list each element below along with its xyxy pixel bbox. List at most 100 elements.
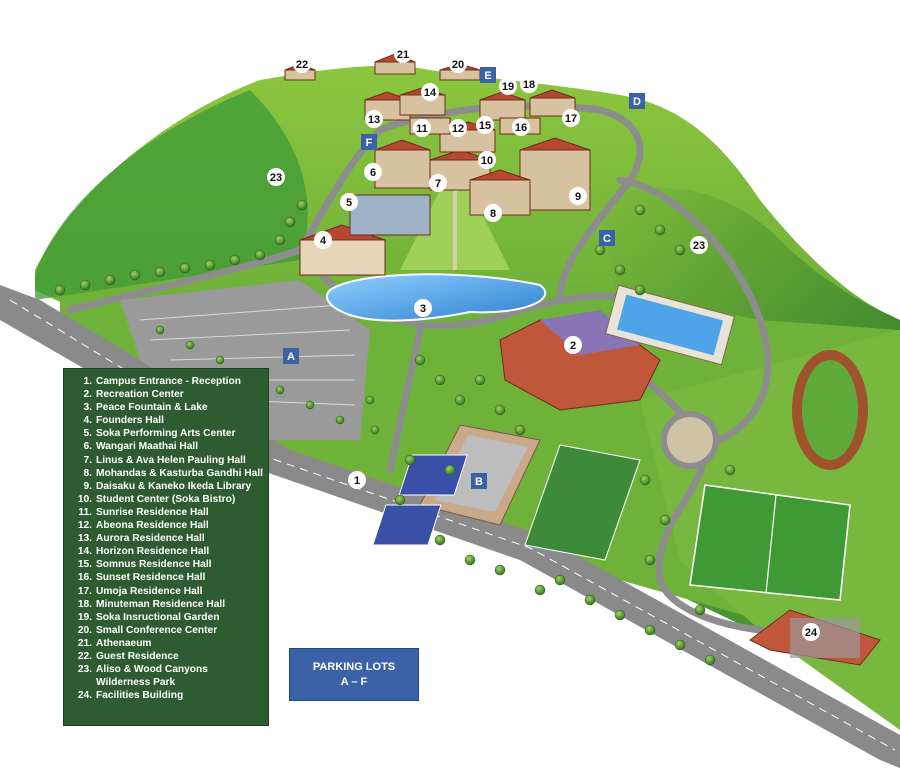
parking-lot-a bbox=[120, 280, 370, 440]
legend-item: 14. Horizon Residence Hall bbox=[70, 545, 262, 558]
building-marker-bg bbox=[564, 336, 582, 354]
building-marker-bg bbox=[267, 168, 285, 186]
building-marker-number[interactable]: 3 bbox=[420, 303, 426, 315]
legend-number: 20. bbox=[77, 624, 92, 636]
parking-marker-letter[interactable]: F bbox=[366, 137, 373, 149]
building-marker-number[interactable]: 15 bbox=[479, 120, 491, 132]
legend-label: Abeona Residence Hall bbox=[96, 520, 209, 532]
legend-number: 15. bbox=[77, 559, 92, 571]
building-marker-number[interactable]: 1 bbox=[354, 475, 360, 487]
legend-label: Wangari Maathai Hall bbox=[96, 441, 199, 453]
legend-label: Founders Hall bbox=[96, 415, 164, 427]
legend-item: 12.Abeona Residence Hall bbox=[70, 519, 262, 532]
legend-number: 7. bbox=[83, 454, 93, 466]
building-marker-bg bbox=[421, 83, 439, 101]
building-marker-bg bbox=[293, 55, 311, 73]
hill-left bbox=[35, 90, 308, 300]
parking-marker-bg bbox=[471, 473, 487, 489]
building-marker-bg bbox=[449, 119, 467, 137]
legend-number: 11. bbox=[78, 506, 92, 518]
legend-number: 16. bbox=[77, 572, 92, 584]
legend-number: 22. bbox=[77, 650, 92, 662]
tennis-courts bbox=[524, 444, 641, 561]
legend-item: 20. Small Conference Center bbox=[70, 624, 262, 637]
legend-number: 1. bbox=[83, 376, 93, 387]
building-marker-number[interactable]: 24 bbox=[805, 627, 818, 639]
parking-marker-bg bbox=[361, 134, 377, 150]
parking-lots-title: PARKING LOTS bbox=[312, 661, 396, 673]
legend-number: 17. bbox=[77, 585, 92, 597]
legend-item: 24. Facilities Building bbox=[70, 689, 262, 702]
legend-label: Sunset Residence Hall bbox=[96, 572, 206, 584]
parking-markers: A B C D E F bbox=[283, 67, 645, 489]
building-marker-number[interactable]: 5 bbox=[346, 197, 352, 209]
legend-label: Small Conference Center bbox=[96, 624, 218, 636]
building-marker-number[interactable]: 6 bbox=[370, 167, 376, 179]
legend-item: 13.Aurora Residence Hall bbox=[70, 532, 262, 545]
building-marker-number[interactable]: 13 bbox=[368, 114, 380, 126]
building-marker-bg bbox=[394, 45, 412, 63]
building-marker-number[interactable]: 20 bbox=[452, 59, 464, 71]
legend-label: Peace Fountain & Lake bbox=[96, 402, 208, 414]
building-marker-number[interactable]: 18 bbox=[523, 79, 535, 91]
legend-number: 19. bbox=[77, 611, 92, 623]
building-marker-bg bbox=[690, 236, 708, 254]
legend-item: 19.Soka Insructional Garden bbox=[70, 611, 262, 624]
building-marker-number[interactable]: 14 bbox=[424, 87, 437, 99]
parking-marker-bg bbox=[629, 93, 645, 109]
building-marker-bg bbox=[449, 55, 467, 73]
legend-number: 24. bbox=[77, 690, 92, 702]
parking-marker-letter[interactable]: A bbox=[287, 351, 295, 363]
legend-item: 7.Linus & Ava Helen Pauling Hall bbox=[70, 454, 262, 467]
building-marker-number[interactable]: 19 bbox=[502, 81, 514, 93]
legend-label: Student Center (Soka Bistro) bbox=[96, 493, 236, 505]
legend-item: 18.Minuteman Residence Hall bbox=[70, 598, 262, 611]
building-marker-number[interactable]: 12 bbox=[452, 123, 464, 135]
building-marker-bg bbox=[364, 163, 382, 181]
legend-number: 8. bbox=[83, 467, 93, 479]
building-marker-bg bbox=[348, 471, 366, 489]
building-marker-number[interactable]: 4 bbox=[320, 235, 327, 247]
peace-lake bbox=[325, 273, 547, 322]
legend-number: 23. bbox=[77, 664, 92, 676]
highway bbox=[0, 285, 900, 768]
parking-marker-letter[interactable]: E bbox=[484, 70, 491, 82]
legend-label: Somnus Residence Hall bbox=[96, 559, 212, 571]
building-marker-bg bbox=[340, 193, 358, 211]
legend-label: Daisaku & Kaneko Ikeda Library bbox=[96, 480, 252, 492]
building-marker-bg bbox=[520, 75, 538, 93]
parking-marker-letter[interactable]: C bbox=[603, 233, 611, 245]
parking-marker-bg bbox=[283, 348, 299, 364]
building-marker-number[interactable]: 10 bbox=[481, 155, 493, 167]
building-marker-number[interactable]: 16 bbox=[515, 122, 527, 134]
building-marker-number[interactable]: 11 bbox=[416, 123, 428, 135]
building-marker-bg bbox=[314, 231, 332, 249]
legend-label: Facilities Building bbox=[96, 690, 184, 702]
building-marker-number[interactable]: 23 bbox=[693, 240, 705, 252]
building-marker-number[interactable]: 21 bbox=[397, 49, 409, 61]
legend-number: 21. bbox=[77, 637, 92, 649]
building-marker-bg bbox=[478, 151, 496, 169]
legend-number: 14. bbox=[77, 546, 92, 558]
building-marker-number[interactable]: 9 bbox=[575, 191, 581, 203]
building-marker-number[interactable]: 17 bbox=[565, 113, 577, 125]
parking-marker-letter[interactable]: B bbox=[475, 476, 483, 488]
building-marker-bg bbox=[484, 204, 502, 222]
legend-label: Linus & Ava Helen Pauling Hall bbox=[96, 454, 246, 466]
building-marker-bg bbox=[413, 119, 431, 137]
legend-item: 1.Campus Entrance - Reception bbox=[70, 375, 262, 388]
building-marker-number[interactable]: 8 bbox=[490, 208, 496, 220]
building-marker-number[interactable]: 7 bbox=[435, 178, 441, 190]
legend-label: Aurora Residence Hall bbox=[96, 533, 205, 545]
building-marker-number[interactable]: 22 bbox=[296, 59, 308, 71]
legend-label: Horizon Residence Hall bbox=[96, 546, 210, 558]
parking-marker-letter[interactable]: D bbox=[633, 96, 641, 108]
legend-number: 6. bbox=[83, 441, 93, 453]
parking-marker-bg bbox=[480, 67, 496, 83]
legend-label: Mohandas & Kasturba Gandhi Hall bbox=[96, 467, 263, 479]
building-marker-number[interactable]: 23 bbox=[270, 172, 282, 184]
building-marker-number[interactable]: 2 bbox=[570, 340, 576, 352]
legend-item: 5.Soka Performing Arts Center bbox=[70, 427, 262, 440]
legend-item: 22.Guest Residence bbox=[70, 650, 262, 663]
